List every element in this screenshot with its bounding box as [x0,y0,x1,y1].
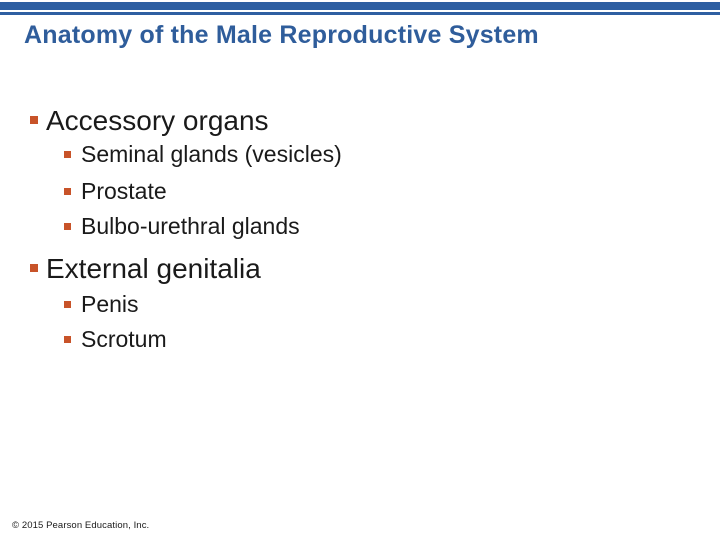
list-item-label: External genitalia [46,253,261,284]
list-item: Penis [64,293,139,316]
bullet-square-icon [30,116,38,124]
bullet-square-icon [64,301,71,308]
top-accent-bar [0,2,720,10]
list-item: Accessory organs [30,107,269,135]
list-item-label: Scrotum [81,326,167,352]
bullet-square-icon [64,188,71,195]
bullet-square-icon [64,223,71,230]
list-item: Seminal glands (vesicles) [64,143,342,166]
list-item: Prostate [64,180,167,203]
list-item: Bulbo-urethral glands [64,215,300,238]
list-item-label: Seminal glands (vesicles) [81,141,342,167]
list-item-label: Prostate [81,178,167,204]
list-item: External genitalia [30,255,261,283]
bullet-square-icon [64,336,71,343]
slide-title: Anatomy of the Male Reproductive System [24,21,539,49]
bullet-square-icon [64,151,71,158]
list-item: Scrotum [64,328,167,351]
list-item-label: Bulbo-urethral glands [81,213,300,239]
list-item-label: Penis [81,291,139,317]
top-accent-line [0,12,720,15]
copyright-footer: © 2015 Pearson Education, Inc. [12,520,150,531]
bullet-square-icon [30,264,38,272]
list-item-label: Accessory organs [46,105,269,136]
